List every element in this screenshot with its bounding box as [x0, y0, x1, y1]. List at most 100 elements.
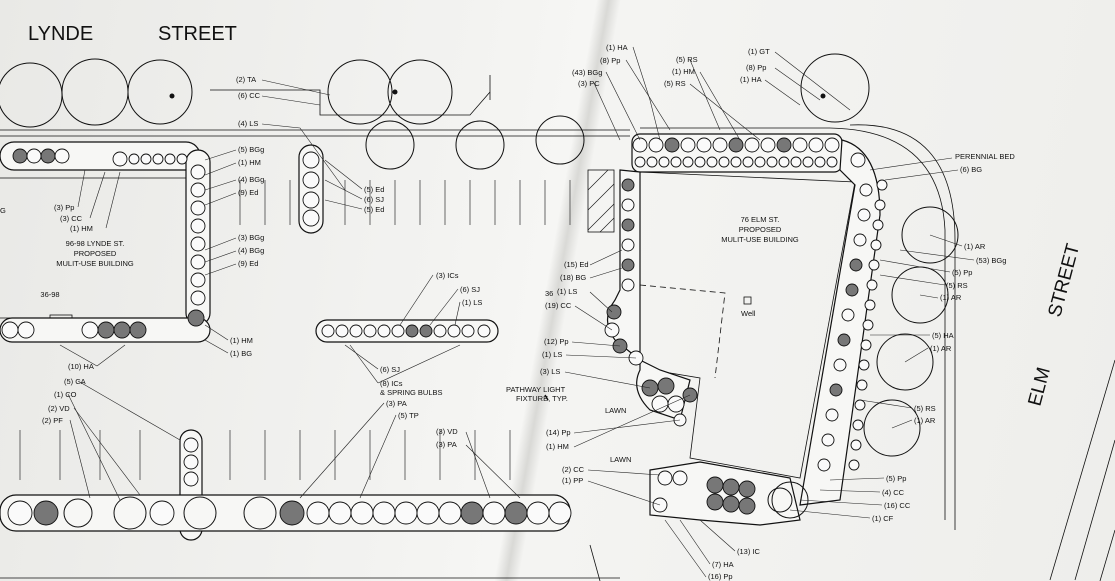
label-sj6: (6) SJ	[364, 195, 384, 204]
parking-stalls-bottom	[19, 430, 511, 480]
label-vd3: (3) VD	[436, 427, 458, 436]
label-ha1b: (1) HA	[740, 75, 762, 84]
label-ca5: (5) CA	[64, 377, 86, 386]
label-rs5b: (5) RS	[664, 79, 686, 88]
shrubs-center-island	[321, 324, 491, 338]
label-bgg4a: (4) BGg	[238, 175, 264, 184]
label-ed9b: (9) Ed	[238, 259, 258, 268]
pathway-light-label-1: PATHWAY LIGHT	[506, 385, 566, 394]
label-ls1: (1) LS	[462, 298, 482, 307]
label-pp12: (12) Pp	[544, 337, 569, 346]
street-name-lynde-1: LYNDE	[28, 23, 93, 45]
label-ls1b: (1) LS	[557, 287, 577, 296]
label-cc2: (2) CC	[562, 465, 585, 474]
label-ed5b: (5) Ed	[364, 205, 384, 214]
street-curbs	[0, 75, 1115, 581]
shrubs-top-left	[1, 148, 320, 339]
label-pa3a: (3) PA	[386, 399, 407, 408]
street-name-elm-2: STREET	[1045, 241, 1085, 319]
label-bg1: (1) BG	[230, 349, 252, 358]
building-right-line2: PROPOSED	[739, 225, 782, 234]
leader-lines	[59, 46, 975, 578]
label-pa3b: (3) PA	[436, 440, 457, 449]
plant-labels: (2) TA (6) CC (4) LS (5) BGg (1) HM (4) …	[0, 43, 1006, 581]
label-ha7: (7) HA	[712, 560, 734, 569]
label-bg6: (6) BG	[960, 165, 982, 174]
label-pp5b: (5) Pp	[886, 474, 906, 483]
building-right-line3: MULIT-USE BUILDING	[721, 235, 799, 244]
building-elm-street: 76 ELM ST. PROPOSED MULIT-USE BUILDING W…	[545, 169, 856, 479]
label-ar1a: (1) AR	[964, 242, 986, 251]
label-spring-bulbs: & SPRING BULBS	[380, 388, 443, 397]
parking-stalls-top	[239, 180, 571, 225]
label-pp16: (16) Pp	[708, 572, 733, 581]
building-left-line1: 96-98 LYNDE ST.	[66, 239, 125, 248]
label-sj6c: (6) SJ	[380, 365, 400, 374]
label-bgg4b: (4) BGg	[238, 246, 264, 255]
label-rs5a: (5) RS	[676, 55, 698, 64]
street-trees-lynde	[0, 58, 585, 170]
label-ics8: (8) ICs	[380, 379, 403, 388]
label-pp5a: (5) Pp	[952, 268, 972, 277]
label-ed9a: (9) Ed	[238, 188, 258, 197]
label-cc6: (6) CC	[238, 91, 261, 100]
label-pf2: (2) PF	[42, 416, 63, 425]
label-ta: (2) TA	[236, 75, 256, 84]
label-hm1a: (1) HM	[238, 158, 261, 167]
pathway-light-label-2: FIXTURE, TYP.	[516, 394, 568, 403]
shrubs-bottom-row	[7, 437, 572, 530]
building-left-line2: PROPOSED	[74, 249, 117, 258]
perennial-bed-label: PERENNIAL BED	[955, 152, 1015, 161]
label-cc19: (19) CC	[545, 301, 572, 310]
building-left-line3: MULIT-USE BUILDING	[56, 259, 134, 268]
label-pp14: (14) Pp	[546, 428, 571, 437]
street-name-elm-1: ELM	[1025, 365, 1055, 408]
label-ar1b: (1) AR	[940, 293, 962, 302]
label-ed5a: (5) Ed	[364, 185, 384, 194]
label-bgg43: (43) BGg	[572, 68, 602, 77]
shrubs-elm-frontage	[632, 137, 888, 472]
label-cc3: (3) CC	[60, 214, 83, 223]
label-bgg5: (5) BGg	[238, 145, 264, 154]
label-tp5: (5) TP	[398, 411, 419, 420]
label-cc16: (16) CC	[884, 501, 911, 510]
label-cf1: (1) CF	[872, 514, 894, 523]
label-ar1c: (1) AR	[930, 344, 952, 353]
label-hm1e: (1) HM	[546, 442, 569, 451]
label-pp8a: (8) Pp	[600, 56, 620, 65]
label-ha5: (5) HA	[932, 331, 954, 340]
label-ed15: (15) Ed	[564, 260, 589, 269]
label-cc4: (4) CC	[882, 488, 905, 497]
label-ic13: (13) IC	[737, 547, 761, 556]
label-gt1: (1) GT	[748, 47, 770, 56]
label-hm1d: (1) HM	[672, 67, 695, 76]
label-bgg53: (53) BGg	[976, 256, 1006, 265]
label-rs5c: (5) RS	[946, 281, 968, 290]
street-trees-elm	[800, 53, 959, 457]
lawn-label-2: LAWN	[610, 455, 631, 464]
label-ics3: (3) ICs	[436, 271, 459, 280]
building-left-number: 36-98	[40, 290, 59, 299]
label-co1: (1) CO	[54, 390, 77, 399]
label-ha1a: (1) HA	[606, 43, 628, 52]
label-sj6b: (6) SJ	[460, 285, 480, 294]
label-bg18: (18) BG	[560, 273, 586, 282]
mid-number: 36	[545, 289, 553, 298]
well-label: Well	[741, 309, 756, 318]
label-pp1: (1) PP	[562, 476, 583, 485]
lawn-label-1: LAWN	[605, 406, 626, 415]
label-pp8b: (8) Pp	[746, 63, 766, 72]
label-hm1b: (1) HM	[70, 224, 93, 233]
label-ls1c: (1) LS	[542, 350, 562, 359]
building-lynde-street: 96-98 LYNDE ST. PROPOSED MULIT-USE BUILD…	[0, 177, 196, 338]
label-ls3: (3) LS	[540, 367, 560, 376]
label-g: G	[0, 206, 6, 215]
label-vd2: (2) VD	[48, 404, 70, 413]
label-ha10: (10) HA	[68, 362, 94, 371]
street-name-lynde-2: STREET	[158, 23, 237, 45]
building-right-line1: 76 ELM ST.	[741, 215, 780, 224]
label-ls4: (4) LS	[238, 119, 258, 128]
label-bgg3: (3) BGg	[238, 233, 264, 242]
